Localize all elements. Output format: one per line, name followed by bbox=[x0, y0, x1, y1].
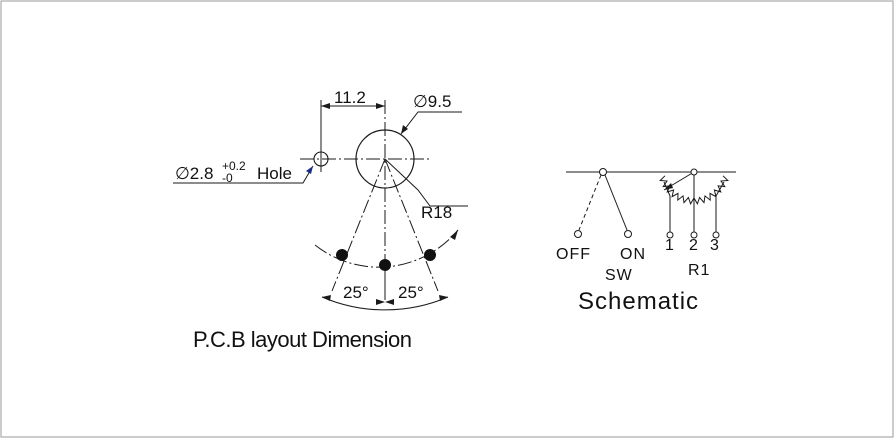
terminal-2 bbox=[690, 231, 698, 239]
switch-pivot bbox=[599, 168, 607, 176]
hole-suffix-label: Hole bbox=[257, 164, 292, 183]
radius-leader-line bbox=[384, 158, 468, 207]
radius-label: R18 bbox=[421, 203, 452, 222]
diameter-leader-line bbox=[400, 111, 462, 135]
schematic-drawing bbox=[566, 168, 736, 239]
switch-name-label: SW bbox=[605, 267, 633, 284]
diameter-dimension-label: ∅9.5 bbox=[413, 92, 451, 111]
spacing-arrow-right bbox=[376, 103, 385, 109]
diameter-arrow bbox=[401, 125, 408, 134]
angle-right-label: 25° bbox=[398, 283, 424, 302]
pin-3-label: 3 bbox=[710, 237, 720, 254]
hole-diameter-label: ∅2.8 bbox=[175, 164, 213, 183]
switch-off-terminal bbox=[574, 230, 582, 238]
terminal-3 bbox=[712, 231, 720, 239]
shaft-hole-circle bbox=[355, 129, 415, 189]
angle-arrow-right-outer bbox=[439, 295, 448, 301]
schematic-title: Schematic bbox=[578, 288, 699, 315]
radial-line-right bbox=[384, 158, 439, 292]
pin-hole-left bbox=[336, 249, 348, 261]
hole-tolerance-minus: -0 bbox=[222, 171, 233, 185]
resistor-name-label: R1 bbox=[688, 262, 710, 279]
angle-arrow-left-outer bbox=[322, 295, 331, 301]
switch-off-arm bbox=[578, 174, 602, 231]
angle-arrow-mid-right bbox=[385, 299, 394, 305]
wiper-pivot bbox=[690, 168, 698, 176]
spacing-dimension-label: 11.2 bbox=[334, 88, 366, 107]
pin-1-label: 1 bbox=[665, 237, 675, 254]
terminal-1-lead bbox=[663, 181, 671, 232]
angle-arrow-mid-left bbox=[376, 299, 385, 305]
locating-hole-circle bbox=[313, 151, 329, 167]
radius-arrow bbox=[450, 230, 458, 240]
radial-line-left bbox=[331, 158, 386, 292]
switch-off-label: OFF bbox=[556, 246, 591, 263]
pin-hole-center bbox=[379, 259, 391, 271]
pin-2-label: 2 bbox=[689, 237, 699, 254]
switch-on-arm bbox=[604, 174, 628, 231]
pcb-layout-drawing bbox=[173, 100, 468, 311]
spacing-arrow-left bbox=[321, 103, 330, 109]
hole-leader-arrow bbox=[306, 166, 313, 174]
angle-dimension-arc bbox=[321, 296, 449, 311]
switch-on-terminal bbox=[624, 230, 632, 238]
hole-tolerance-plus: +0.2 bbox=[222, 159, 246, 173]
pcb-title: P.C.B layout Dimension bbox=[193, 327, 412, 352]
switch-on-label: ON bbox=[620, 246, 646, 263]
terminal-1 bbox=[666, 231, 674, 239]
pin-hole-right bbox=[424, 249, 436, 261]
angle-left-label: 25° bbox=[343, 283, 369, 302]
terminal-3-lead bbox=[715, 181, 725, 232]
